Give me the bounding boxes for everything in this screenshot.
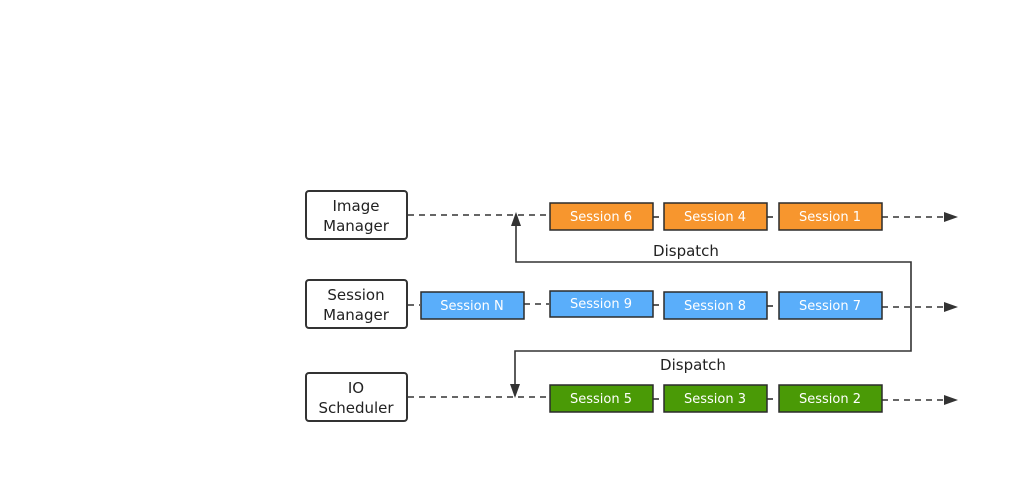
session-label: Session 3 — [684, 392, 746, 407]
session-session-box: Session 7 — [778, 291, 883, 320]
image-manager-box: Image Manager — [305, 190, 408, 240]
io-scheduler-box: IO Scheduler — [305, 372, 408, 422]
session-fill — [663, 202, 768, 231]
io-session-box: Session 2 — [778, 384, 883, 413]
dispatch-upper-path — [515, 224, 912, 308]
dispatch-upper-label: Dispatch — [653, 242, 719, 260]
session-fill — [663, 384, 768, 413]
image-manager-line1: Image — [333, 197, 380, 215]
session-label: Session 7 — [799, 299, 861, 314]
image-manager-line2: Manager — [323, 217, 390, 235]
dispatch-lower-arrow-icon — [510, 384, 520, 398]
io-row-arrow-icon — [944, 395, 958, 405]
session-label: Session 2 — [799, 392, 861, 407]
dispatch-lower-label: Dispatch — [660, 356, 726, 374]
session-label: Session 5 — [570, 392, 632, 407]
dispatch-lower-path — [514, 308, 912, 386]
session-fill — [549, 384, 654, 413]
session-fill — [663, 291, 768, 320]
io-scheduler-line1: IO — [348, 379, 364, 397]
session-manager-line2: Manager — [323, 306, 390, 324]
session-session-box: Session N — [420, 291, 525, 320]
session-label: Session 6 — [570, 210, 632, 225]
session-label: Session 4 — [684, 210, 746, 225]
dispatch-upper-arrow-icon — [511, 212, 521, 226]
session-fill — [778, 291, 883, 320]
session-fill — [778, 384, 883, 413]
io-scheduler-line2: Scheduler — [318, 399, 394, 417]
session-session-box: Session 8 — [663, 291, 768, 320]
session-label: Session N — [440, 299, 503, 314]
image-session-box: Session 4 — [663, 202, 768, 231]
session-fill — [420, 291, 525, 320]
session-label: Session 9 — [570, 297, 632, 312]
session-label: Session 1 — [799, 210, 861, 225]
session-fill — [549, 290, 654, 318]
session-session-box: Session 9 — [549, 290, 654, 318]
image-session-box: Session 6 — [549, 202, 654, 231]
io-session-box: Session 5 — [549, 384, 654, 413]
session-row-arrow-icon — [944, 302, 958, 312]
session-fill — [778, 202, 883, 231]
session-manager-box: Session Manager — [305, 279, 408, 329]
session-label: Session 8 — [684, 299, 746, 314]
io-session-box: Session 3 — [663, 384, 768, 413]
image-row-arrow-icon — [944, 212, 958, 222]
session-manager-line1: Session — [327, 286, 384, 304]
session-fill — [549, 202, 654, 231]
image-session-box: Session 1 — [778, 202, 883, 231]
